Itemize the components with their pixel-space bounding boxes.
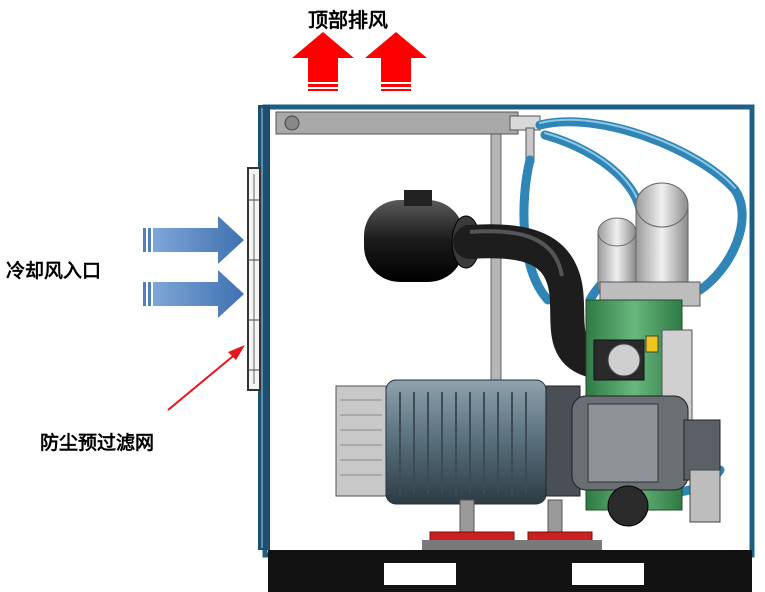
exhaust-arrow-left bbox=[292, 32, 354, 91]
air-filter-canister bbox=[364, 200, 464, 282]
drain-tank bbox=[607, 485, 649, 527]
cooling-inlet-label: 冷却风入口 bbox=[6, 260, 102, 282]
top-arm bbox=[275, 111, 519, 135]
outlet-fitting bbox=[689, 469, 721, 523]
hose-top bbox=[535, 117, 747, 295]
base-skid bbox=[268, 550, 752, 592]
dust-prefilter-label: 防尘预过滤网 bbox=[40, 432, 155, 454]
base-beam bbox=[268, 550, 752, 592]
dust-prefilter bbox=[247, 167, 261, 391]
forklift-slot-right bbox=[572, 563, 644, 585]
prefilter-pointer-arrow bbox=[167, 345, 245, 411]
drive-motor bbox=[335, 379, 581, 505]
forklift-slot-left bbox=[384, 563, 456, 585]
exhaust-arrows bbox=[292, 32, 427, 91]
intake-arrows bbox=[143, 216, 244, 318]
intake-arrow-lower bbox=[143, 270, 244, 318]
airend bbox=[571, 395, 721, 527]
vibration-mounts bbox=[422, 499, 602, 550]
intake-arrow-upper bbox=[143, 216, 244, 264]
motor-body bbox=[385, 379, 547, 505]
top-exhaust-label: 顶部排风 bbox=[308, 8, 388, 32]
intake-elbow bbox=[453, 224, 607, 377]
motor-fan-cover bbox=[335, 385, 387, 497]
separator-tanks bbox=[597, 182, 701, 307]
exhaust-arrow-right bbox=[365, 32, 427, 91]
